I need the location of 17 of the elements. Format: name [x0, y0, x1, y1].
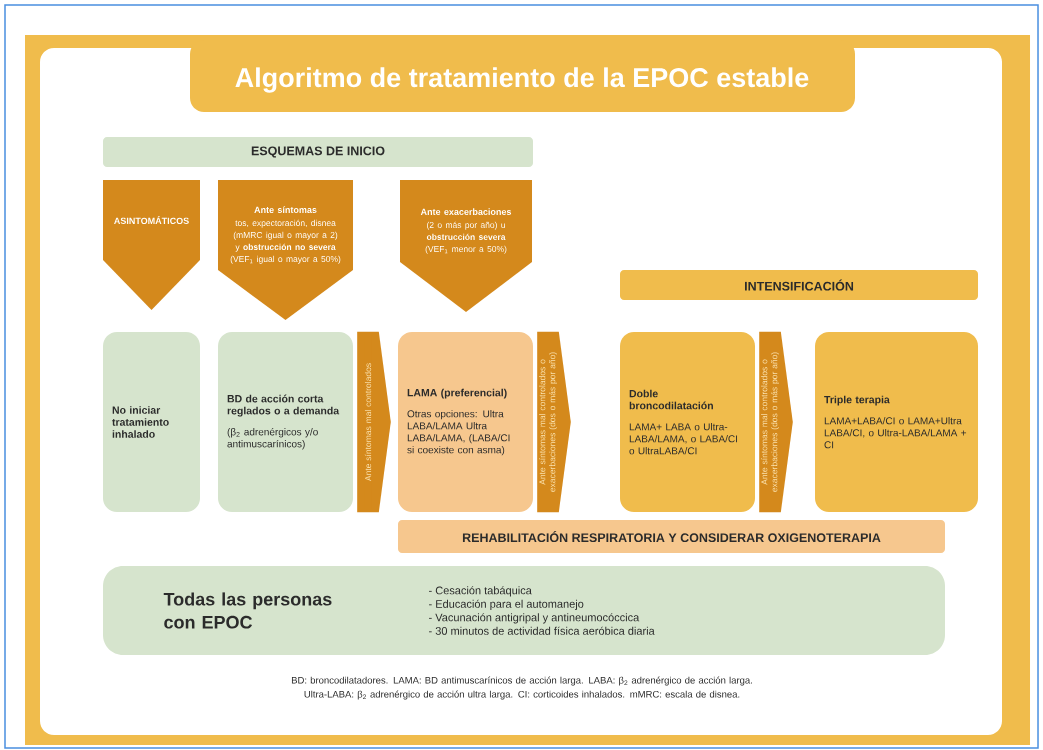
treatment-box: LAMA (preferencial) Otras opciones: Ultra LABA/LAMA Ultra LABA/LAMA, (LABA/CI si coexiste con asma)	[398, 332, 533, 512]
edge-label: Ante síntomas mal controlados o exacerbaciones (dos o más por año)	[761, 352, 779, 492]
header-band: ESQUEMAS DE INICIO	[103, 137, 533, 167]
title-banner: Algoritmo de tratamiento de la EPOC estable	[190, 40, 855, 112]
header-band: REHABILITACIÓN RESPIRATORIA Y CONSIDERAR OXIGENOTERAPIA	[398, 520, 945, 553]
edge-label: Ante síntomas mal controlados	[364, 363, 372, 482]
pentagon-label: ASINTOMÁTICOS	[103, 180, 200, 310]
treatment-box: No iniciar tratamiento inhalado	[103, 332, 200, 512]
header-band: INTENSIFICACIÓN	[620, 270, 978, 300]
treatment-box: Doble broncodilatación LAMA+ LABA o Ultra-LABA/LAMA, o LABA/CI o UltraLABA/CI	[620, 332, 755, 512]
treatment-box: Triple terapia LAMA+LABA/CI o LAMA+Ultra LABA/CI, o Ultra-LABA/LAMA + CI	[815, 332, 978, 512]
caption: BD: broncodilatadores. LAMA: BD antimuscarínicos de acción larga. LABA: β$_{2}$ adrenérgico de acción larga. Ultra-LABA: β$_{2}$ adrenérgico de acción ultra larga. CI: corticoides inhalados. mMRC: escala de disnea.	[291, 676, 752, 700]
edge-label: Ante síntomas mal controlados o exacerbaciones (dos o más por año)	[539, 352, 557, 492]
pentagon-label: Ante síntomas tos, expectoración, disnea (mMRC igual o mayor a 2) y obstrucción no severa (VEF$_{1}$ igual o mayor a 50%)	[218, 180, 353, 320]
pentagon-label: Ante exacerbaciones (2 o más por año) u obstrucción severa (VEF$_{1}$ menor a 50%)	[400, 180, 532, 312]
population-band: Todas las personas con EPOC - Cesación tabáquica - Educación para el automanejo - Vacunación antigripal y antineumocóccica - 30 minutos de actividad física aeróbica diaria	[103, 566, 945, 655]
treatment-box: BD de acción corta reglados o a demanda (β$_{2}$ adrenérgicos y/o antimuscarínicos)	[218, 332, 353, 512]
